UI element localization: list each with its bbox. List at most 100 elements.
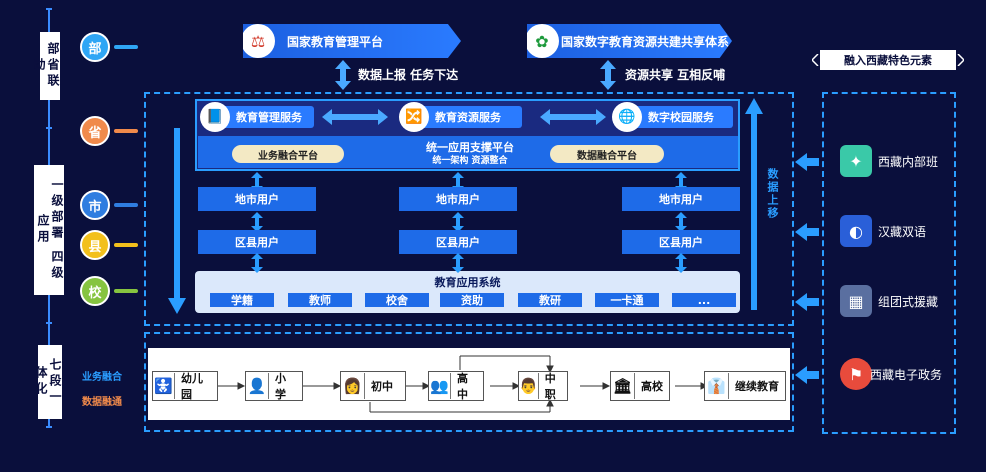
tibet-item: ⚑西藏电子政务	[840, 358, 960, 390]
service-arrow-2	[540, 109, 606, 125]
service-management: 📘 教育管理服务	[200, 102, 314, 132]
tibet-item-label: 西藏电子政务	[870, 367, 943, 382]
business-fusion-pill: 业务融合平台	[232, 145, 344, 163]
city-user-box: 地市用户	[622, 187, 740, 211]
building-icon: 🏛	[611, 373, 635, 399]
stage-label: 高中	[456, 372, 468, 401]
platform-digital-resources: ✿ 国家数字教育资源共建共享体系	[527, 24, 732, 58]
building-icon: ▦	[840, 285, 872, 317]
student-icon: 👤	[246, 373, 269, 399]
small-double-arrow	[675, 212, 687, 232]
group-label-2: 一级部署 四级应用	[34, 165, 64, 295]
graduate-icon: 👔	[705, 373, 729, 399]
right-frame	[822, 92, 956, 434]
city-user-box: 地市用户	[198, 187, 316, 211]
left-arrow	[795, 223, 819, 241]
girl-icon: 👩	[341, 373, 365, 399]
county-user-box: 区县用户	[399, 230, 517, 254]
service-arrow-1	[322, 109, 388, 125]
support-platform-sub: 统一架构 资源整合	[432, 156, 508, 166]
tibet-item-label: 组团式援藏	[878, 294, 939, 309]
data-fusion-pill: 数据融合平台	[550, 145, 664, 163]
up-arrow	[745, 98, 763, 310]
right-title: 融入西藏特色元素	[820, 50, 956, 70]
small-double-arrow	[452, 253, 464, 273]
county-user-box: 区县用户	[198, 230, 316, 254]
main-frame	[144, 92, 794, 326]
plat2-label: 国家数字教育资源共建共享体系	[561, 34, 730, 49]
stage-connectors	[218, 355, 709, 413]
bottom-frame	[144, 332, 794, 432]
apps-title: 教育应用系统	[434, 276, 501, 289]
platform-education-management: ⚖ 国家教育管理平台	[243, 24, 461, 58]
service-resources-label: 教育资源服务	[435, 111, 501, 124]
small-double-arrow	[251, 253, 263, 273]
level-circle: 省	[80, 116, 110, 146]
group-label-3: 七段一体化	[34, 345, 62, 419]
level-bar	[114, 289, 138, 293]
app-item: 资助	[440, 293, 504, 307]
level-circle: 市	[80, 190, 110, 220]
stage-box: 🚼幼儿园	[152, 371, 218, 401]
app-item: 学籍	[210, 293, 274, 307]
level-bar	[114, 203, 138, 207]
stage-label: 中职	[544, 372, 556, 401]
resource-icon: 🔀	[399, 102, 429, 132]
emblem-icon: ⚑	[840, 358, 872, 390]
left-arrow	[795, 293, 819, 311]
app-item: 教师	[288, 293, 352, 307]
service-management-label: 教育管理服务	[236, 111, 302, 124]
bilingual-icon: ◐	[840, 215, 872, 247]
app-item: 校舍	[365, 293, 429, 307]
tibet-item: ✦ 西藏内部班	[840, 145, 960, 177]
app-item: 教研	[518, 293, 582, 307]
stage-label: 继续教育	[735, 380, 779, 393]
small-double-arrow	[251, 212, 263, 232]
resource-logo-icon: ✿	[527, 24, 559, 58]
stage-box: 👔 继续教育	[704, 371, 786, 401]
book-icon: 📘	[200, 102, 230, 132]
level-bar	[114, 243, 138, 247]
tibet-item-label: 西藏内部班	[878, 154, 939, 169]
teacher-icon: 👨	[519, 373, 539, 399]
app-item: 一卡通	[595, 293, 659, 307]
level-circle: 校	[80, 276, 110, 306]
globe-icon: 🌐	[612, 102, 642, 132]
national-emblem-icon: ⚖	[243, 24, 275, 58]
small-double-arrow	[452, 212, 464, 232]
group-label-1: 部省联动	[32, 32, 60, 100]
stage-label: 幼儿园	[180, 372, 203, 401]
level-circle: 部	[80, 32, 110, 62]
stage-box: 👩 初中	[340, 371, 406, 401]
level-circle: 县	[80, 230, 110, 260]
tibet-item: ▦ 组团式援藏	[840, 285, 960, 317]
stage-box: 👤小学	[245, 371, 303, 401]
service-campus: 🌐 数字校园服务	[612, 102, 733, 132]
app-item: ...	[672, 293, 736, 307]
plat1-label: 国家教育管理平台	[287, 34, 384, 49]
city-user-box: 地市用户	[399, 187, 517, 211]
stage-box: 👥高中	[428, 371, 484, 401]
stage-box: 🏛高校	[610, 371, 670, 401]
tibet-item-label: 汉藏双语	[878, 224, 927, 239]
left-arrow	[795, 153, 819, 171]
service-resources: 🔀 教育资源服务	[399, 102, 522, 132]
upload-label: 数据上移	[766, 168, 779, 220]
level-bar	[114, 129, 138, 133]
arrow-label-2: 资源共享 互相反哺	[625, 68, 726, 82]
stage-label: 初中	[371, 380, 393, 393]
tibet-item: ◐ 汉藏双语	[840, 215, 960, 247]
service-campus-label: 数字校园服务	[648, 111, 714, 124]
title-brackets	[812, 54, 964, 66]
small-double-arrow	[675, 253, 687, 273]
county-user-box: 区县用户	[622, 230, 740, 254]
double-arrow-1	[335, 60, 351, 90]
child-icon: 🚼	[153, 373, 175, 399]
stage-box: 👨中职	[518, 371, 568, 401]
down-arrow	[168, 128, 186, 314]
double-arrow-2	[600, 60, 616, 90]
hand-icon: ✦	[840, 145, 872, 177]
stage-label: 小学	[274, 372, 286, 401]
group-icon: 👥	[429, 373, 451, 399]
left-arrow	[795, 366, 819, 384]
